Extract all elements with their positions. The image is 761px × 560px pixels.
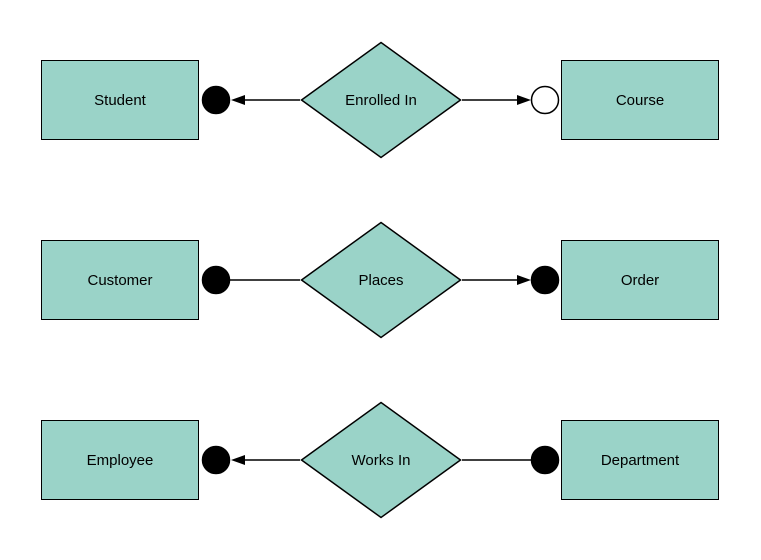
arrowhead-right-icon bbox=[517, 275, 531, 285]
arrowhead-left-icon bbox=[231, 95, 245, 105]
cardinality-filled-dot[interactable] bbox=[530, 265, 560, 295]
relationship-label: Works In bbox=[351, 451, 411, 469]
relationship-label: Enrolled In bbox=[345, 91, 417, 109]
cardinality-filled-dot[interactable] bbox=[530, 445, 560, 475]
entity-order[interactable]: Order bbox=[561, 240, 719, 320]
relationship-label: Places bbox=[358, 271, 404, 289]
cardinality-filled-dot[interactable] bbox=[201, 445, 231, 475]
entity-label: Employee bbox=[86, 451, 154, 469]
connector-works-in-department[interactable] bbox=[462, 445, 560, 475]
diamond-shape-icon bbox=[300, 41, 462, 159]
relationship-places[interactable]: Places bbox=[300, 221, 462, 339]
diamond-shape-icon bbox=[300, 221, 462, 339]
arrowhead-right-icon bbox=[517, 95, 531, 105]
cardinality-open-dot[interactable] bbox=[530, 85, 560, 115]
entity-employee[interactable]: Employee bbox=[41, 420, 199, 500]
diamond-shape-icon bbox=[300, 401, 462, 519]
cardinality-filled-dot[interactable] bbox=[201, 85, 231, 115]
entity-label: Course bbox=[615, 91, 665, 109]
entity-label: Student bbox=[94, 91, 146, 109]
relationship-works-in[interactable]: Works In bbox=[300, 401, 462, 519]
entity-customer[interactable]: Customer bbox=[41, 240, 199, 320]
entity-label: Order bbox=[620, 271, 660, 289]
arrowhead-left-icon bbox=[231, 455, 245, 465]
connector-customer-places[interactable] bbox=[201, 265, 301, 295]
entity-label: Department bbox=[600, 451, 680, 469]
connector-student-enrolled-in[interactable] bbox=[201, 85, 301, 115]
connector-employee-works-in[interactable] bbox=[201, 445, 301, 475]
relationship-enrolled-in[interactable]: Enrolled In bbox=[300, 41, 462, 159]
entity-student[interactable]: Student bbox=[41, 60, 199, 140]
entity-label: Customer bbox=[87, 271, 153, 289]
entity-course[interactable]: Course bbox=[561, 60, 719, 140]
entity-department[interactable]: Department bbox=[561, 420, 719, 500]
cardinality-filled-dot[interactable] bbox=[201, 265, 231, 295]
connector-places-order[interactable] bbox=[462, 265, 560, 295]
connector-enrolled-in-course[interactable] bbox=[462, 85, 560, 115]
